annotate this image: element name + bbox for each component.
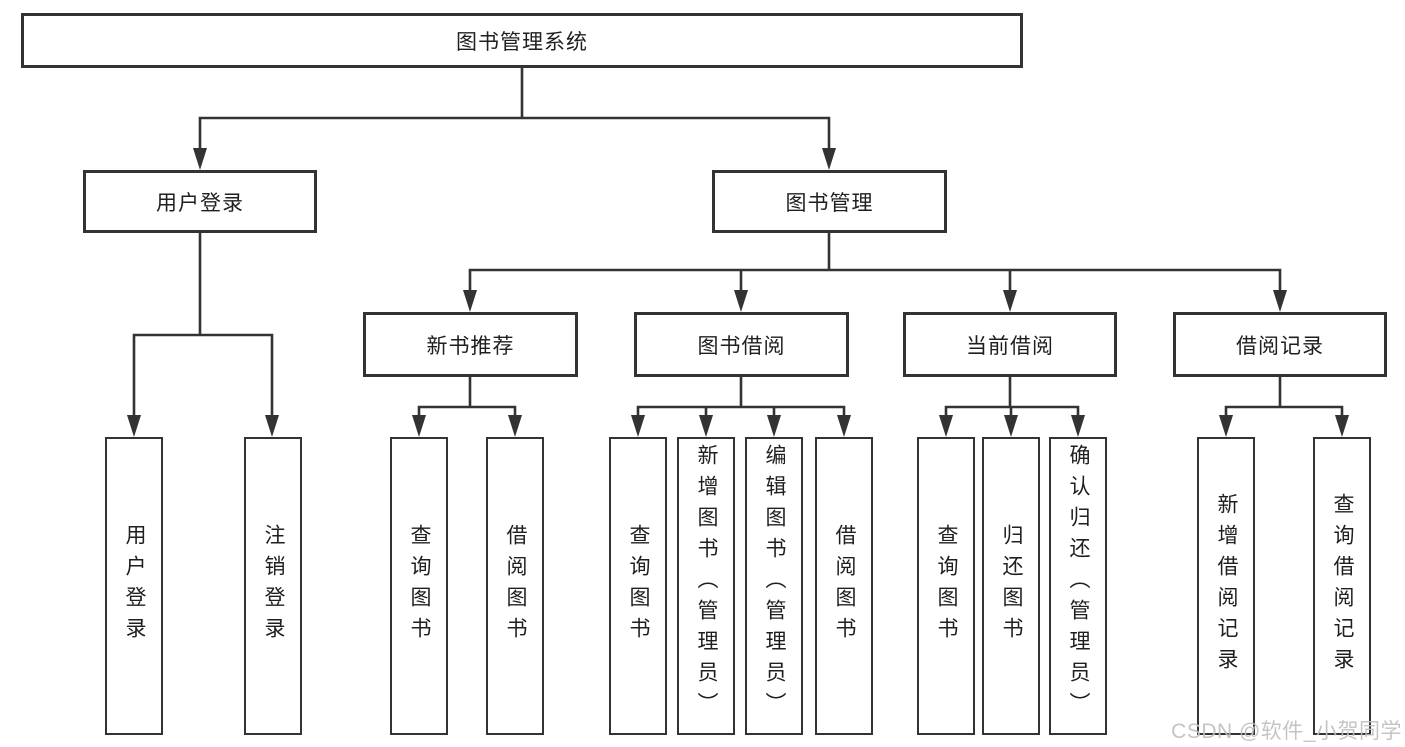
node-label: 当前借阅 [966,334,1054,358]
leaf-label: 查询图书 [408,524,431,648]
leaf-book-borrow-0: 查询图书 [609,437,667,735]
node-book-management: 图书管理 [712,170,947,233]
leaf-label: 借阅图书 [833,524,856,648]
arrowhead-icons [127,148,1349,437]
leaf-label: 查询借阅记录 [1331,493,1354,679]
leaf-label: 查询图书 [935,524,958,648]
leaf-new-book-rec-1: 借阅图书 [486,437,544,735]
node-label: 图书借阅 [697,334,786,358]
leaf-label: 注销登录 [262,524,285,648]
connector-lines [132,66,1344,418]
leaf-label: 借阅图书 [504,524,527,648]
watermark: CSDN @软件_小贺同学 [1171,720,1402,743]
node-new-book-recommend: 新书推荐 [363,312,578,377]
leaf-book-borrow-3: 借阅图书 [815,437,873,735]
leaf-book-borrow-1: 新增图书（管理员） [677,437,735,735]
leaf-user-login-0: 用户登录 [105,437,163,735]
node-root: 图书管理系统 [21,13,1023,68]
leaf-label: 归还图书 [1000,524,1023,648]
leaf-current-borrow-0: 查询图书 [917,437,975,735]
node-label: 新书推荐 [426,334,515,358]
leaf-label: 新增图书（管理员） [695,444,718,723]
node-label: 用户登录 [156,191,244,215]
node-label: 图书管理系统 [456,30,588,54]
node-book-borrow: 图书借阅 [634,312,849,377]
leaf-borrow-records-1: 查询借阅记录 [1313,437,1371,735]
node-current-borrow: 当前借阅 [903,312,1117,377]
leaf-user-login-1: 注销登录 [244,437,302,735]
node-user-login: 用户登录 [83,170,317,233]
leaf-label: 查询图书 [627,524,650,648]
leaf-label: 用户登录 [123,524,146,648]
leaf-label: 确认归还（管理员） [1067,444,1090,723]
leaf-current-borrow-1: 归还图书 [982,437,1040,735]
leaf-label: 新增借阅记录 [1215,493,1238,679]
node-borrow-records: 借阅记录 [1173,312,1387,377]
node-label: 借阅记录 [1236,334,1324,358]
leaf-label: 编辑图书（管理员） [763,444,786,723]
leaf-new-book-rec-0: 查询图书 [390,437,448,735]
node-label: 图书管理 [785,191,874,215]
leaf-current-borrow-2: 确认归还（管理员） [1049,437,1107,735]
leaf-borrow-records-0: 新增借阅记录 [1197,437,1255,735]
leaf-book-borrow-2: 编辑图书（管理员） [745,437,803,735]
